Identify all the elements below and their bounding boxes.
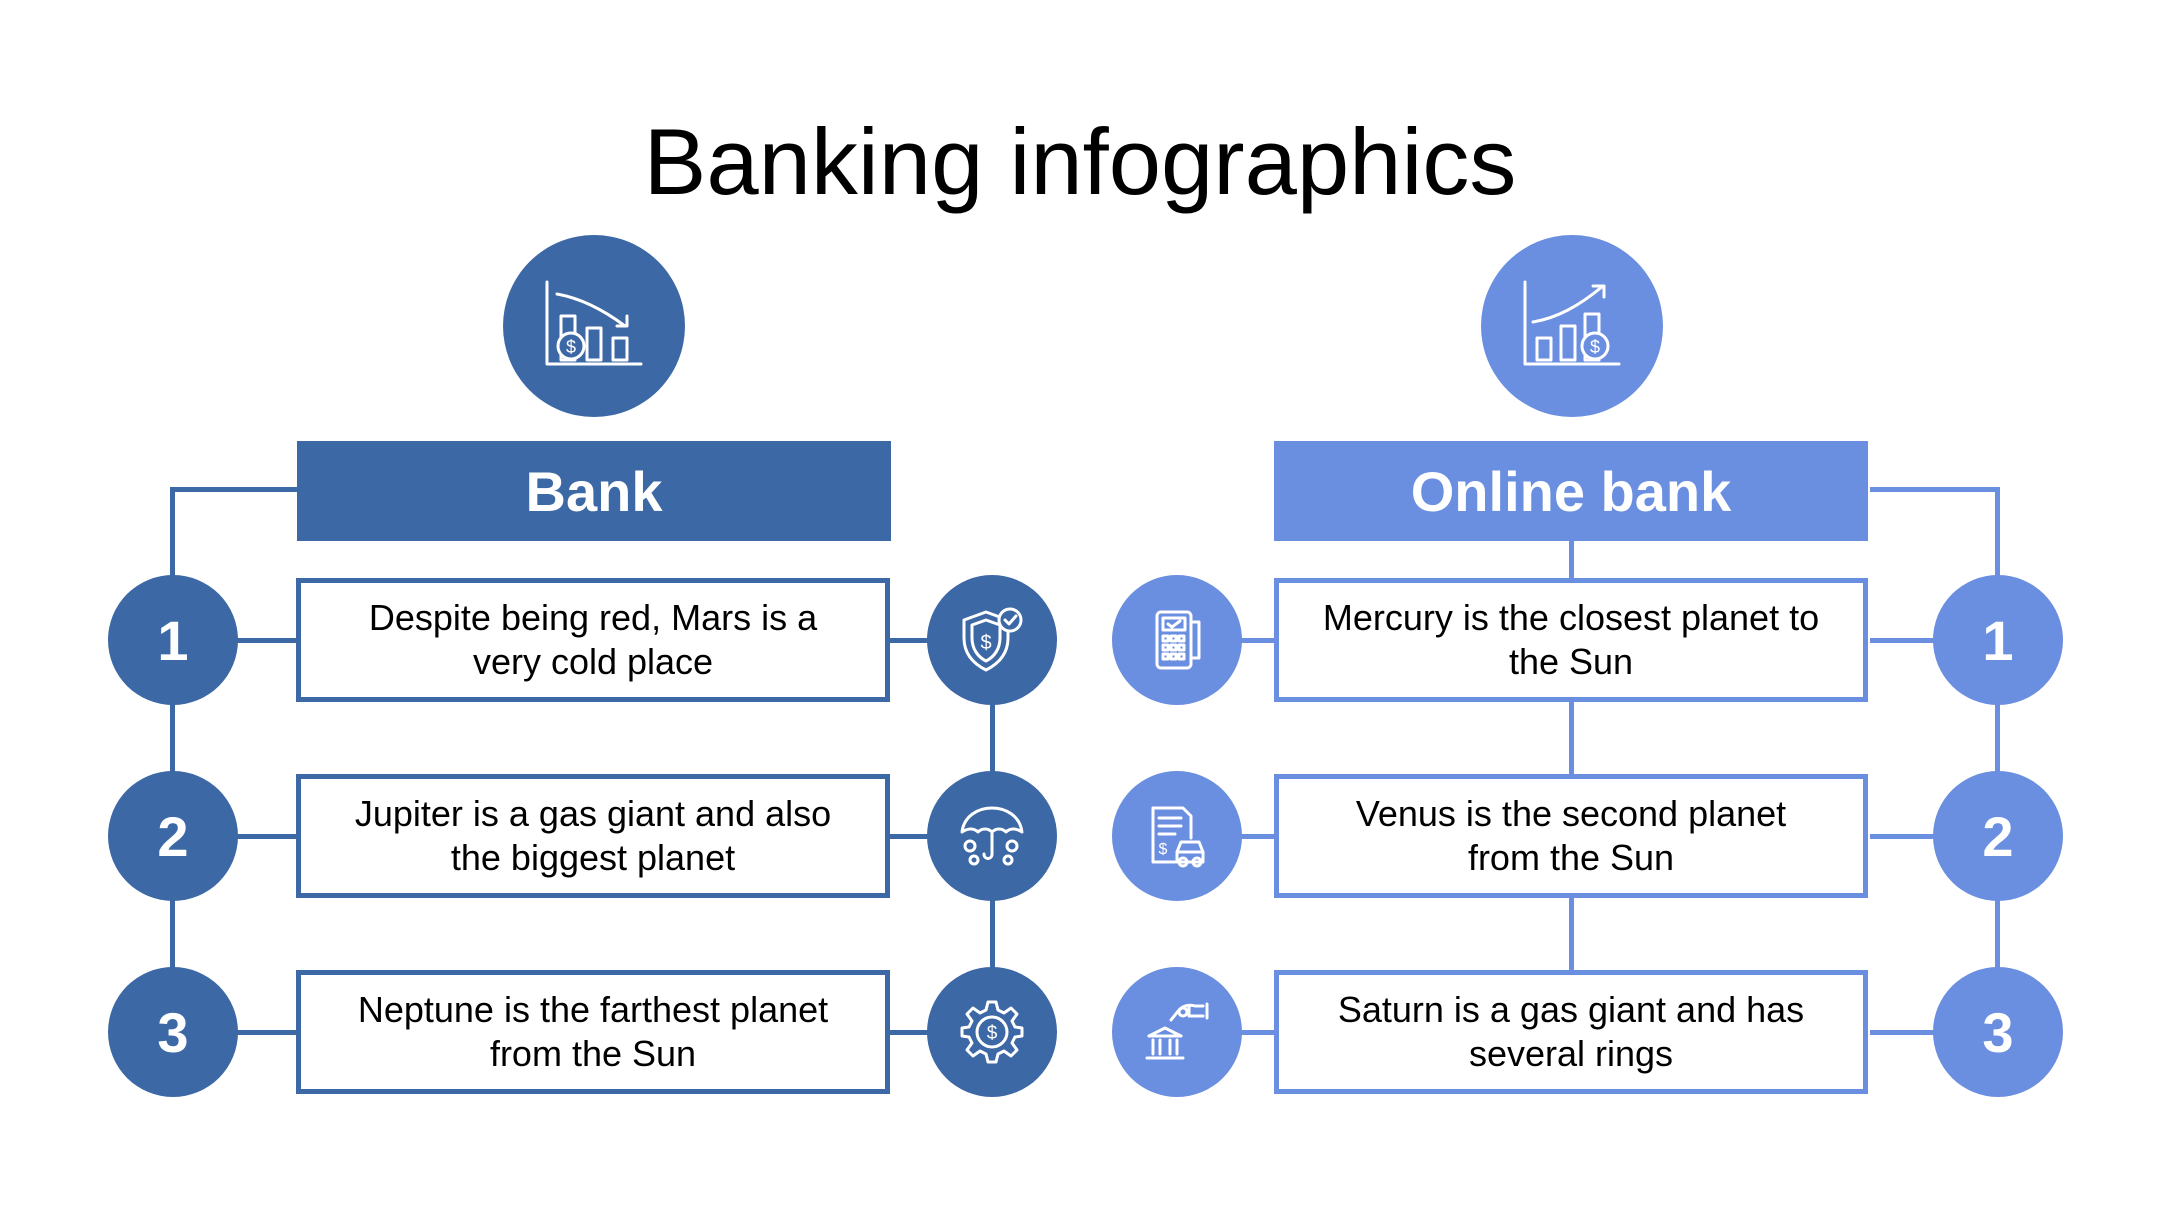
online-number-2: 2	[1933, 771, 2063, 901]
chart-down-coin-icon: $	[545, 280, 643, 366]
online-item-1-icon-circle	[1112, 575, 1242, 705]
bank-number-3: 3	[108, 967, 238, 1097]
connector	[1870, 487, 2000, 492]
online-top-icon-circle: $	[1481, 235, 1663, 417]
svg-text:$: $	[1590, 337, 1600, 357]
shield-dollar-icon: $	[962, 607, 1023, 672]
car-loan-document-icon: $	[1151, 806, 1205, 868]
bank-header: Bank	[297, 441, 891, 541]
online-item-1-text: Mercury is the closest planet to the Sun	[1274, 578, 1868, 702]
page-title: Banking infographics	[643, 109, 1517, 214]
bank-item-3-text: Neptune is the farthest planet from the …	[296, 970, 890, 1094]
bank-item-2-icon-circle	[927, 771, 1057, 901]
svg-text:$: $	[980, 632, 991, 654]
bank-item-2-text: Jupiter is a gas giant and also the bigg…	[296, 774, 890, 898]
bank-number-1: 1	[108, 575, 238, 705]
chart-up-coin-icon: $	[1523, 280, 1621, 366]
svg-text:$: $	[1159, 841, 1168, 858]
connector	[1569, 540, 1574, 970]
connector	[1995, 487, 2000, 1037]
online-item-3-text: Saturn is a gas giant and has several ri…	[1274, 970, 1868, 1094]
online-bank-header: Online bank	[1274, 441, 1868, 541]
umbrella-coins-icon	[960, 806, 1024, 866]
online-number-1: 1	[1933, 575, 2063, 705]
online-number-3: 3	[1933, 967, 2063, 1097]
bank-top-icon-circle: $	[503, 235, 685, 417]
connector	[170, 487, 300, 492]
bank-hand-icon	[1145, 1002, 1209, 1060]
bank-item-1-icon-circle: $	[927, 575, 1057, 705]
connector	[170, 487, 175, 1037]
bank-item-3-icon-circle: $	[927, 967, 1057, 1097]
svg-text:$: $	[987, 1023, 998, 1044]
bank-item-1-text: Despite being red, Mars is a very cold p…	[296, 578, 890, 702]
svg-text:$: $	[566, 337, 576, 357]
online-item-3-icon-circle	[1112, 967, 1242, 1097]
online-item-2-text: Venus is the second planet from the Sun	[1274, 774, 1868, 898]
online-item-2-icon-circle: $	[1112, 771, 1242, 901]
gear-dollar-icon: $	[960, 1000, 1024, 1064]
card-terminal-icon	[1155, 610, 1201, 670]
bank-number-2: 2	[108, 771, 238, 901]
